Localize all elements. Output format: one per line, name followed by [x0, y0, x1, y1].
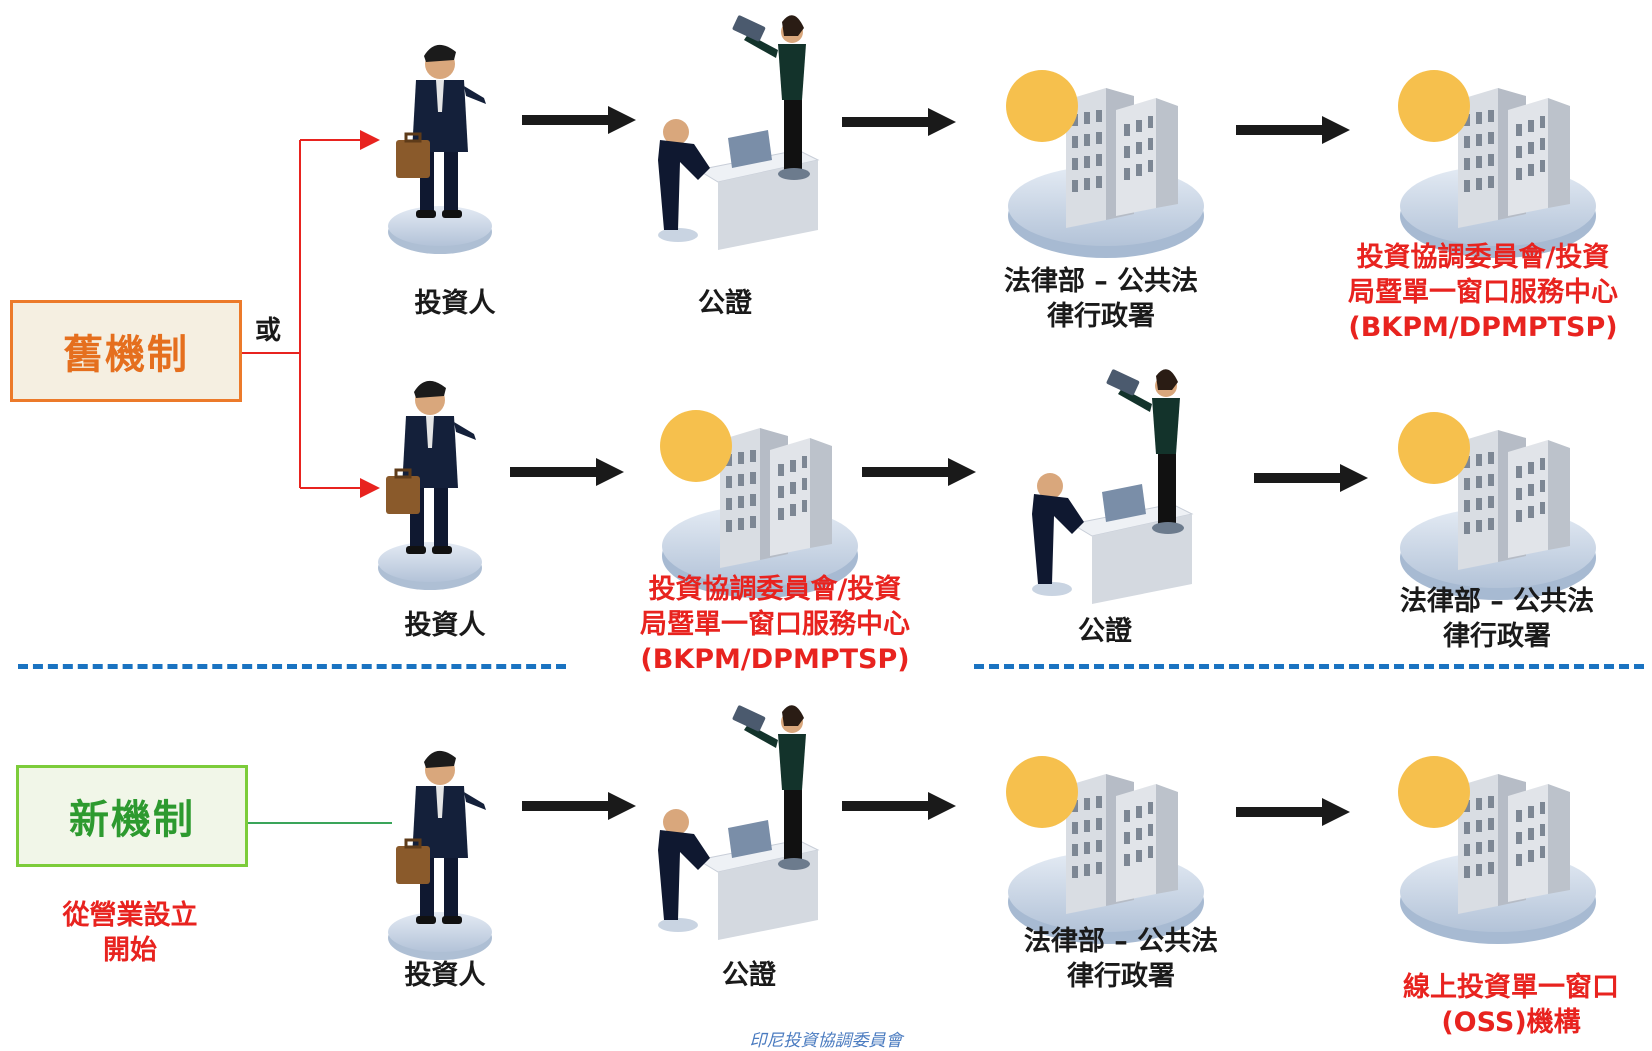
arrow-right-icon [842, 108, 956, 136]
row2-investor-label: 投資人 [404, 610, 486, 641]
new-mechanism-note: 從營業設立 開始 [62, 900, 198, 967]
arrow-right-icon [522, 106, 636, 134]
row3-investor-label: 投資人 [404, 960, 486, 991]
government-building-icon [1006, 70, 1204, 258]
investor-icon [386, 43, 494, 256]
government-building-icon [1398, 756, 1596, 944]
row3-ministry-label: 法律部 – 公共法 律行政署 [1023, 926, 1219, 993]
investor-icon [386, 749, 494, 962]
new-mechanism-label: 新機制 [69, 797, 195, 843]
row1-notary-label: 公證 [698, 288, 752, 319]
arrow-right-icon [522, 792, 636, 820]
row2-notary-label: 公證 [1078, 616, 1132, 647]
row1-investor-label: 投資人 [414, 288, 496, 319]
or-connector-label: 或 [255, 316, 282, 346]
row2-bkpm-label: 投資協調委員會/投資 局暨單一窗口服務中心 (BKPM/DPMPTSP) [640, 574, 910, 676]
row1-ministry-label: 法律部 – 公共法 律行政署 [1003, 266, 1199, 333]
old-mechanism-box: 舊機制 [10, 300, 242, 402]
old-mechanism-label: 舊機制 [63, 332, 189, 378]
new-mechanism-box: 新機制 [16, 765, 248, 867]
arrow-right-icon [1254, 464, 1368, 492]
row3-notary-label: 公證 [722, 960, 776, 991]
footer-source: 印尼投資協調委員會 [749, 1031, 903, 1051]
row3-oss-label: 線上投資單一窗口 (OSS)機構 [1403, 972, 1619, 1039]
government-building-icon [660, 410, 858, 598]
separator-right [974, 664, 1644, 669]
row1-bkpm-label: 投資協調委員會/投資 局暨單一窗口服務中心 (BKPM/DPMPTSP) [1348, 242, 1618, 344]
row2-ministry-label: 法律部 – 公共法 律行政署 [1399, 586, 1595, 653]
government-building-icon [1398, 412, 1596, 600]
arrow-right-icon [1236, 116, 1350, 144]
notary-icon [1031, 368, 1193, 605]
arrow-right-icon [842, 792, 956, 820]
arrow-right-icon [510, 458, 624, 486]
arrow-right-icon [862, 458, 976, 486]
notary-icon [657, 14, 819, 251]
investor-icon [376, 379, 484, 592]
old-mechanism-connectors [242, 130, 380, 498]
separator-left [18, 664, 566, 669]
arrow-right-icon [1236, 798, 1350, 826]
government-building-icon [1398, 70, 1596, 258]
government-building-icon [1006, 756, 1204, 944]
notary-icon [657, 704, 819, 941]
